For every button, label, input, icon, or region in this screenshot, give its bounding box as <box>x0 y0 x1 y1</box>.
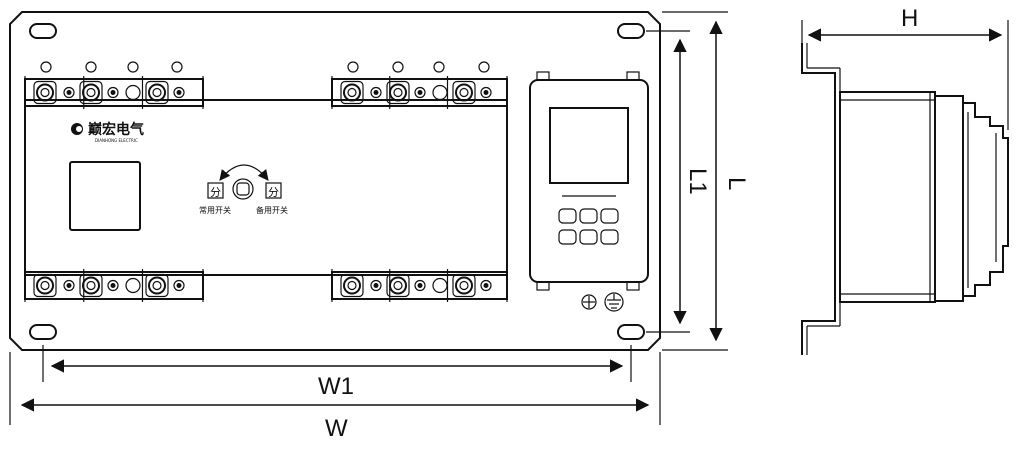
terminal-screw <box>452 80 476 105</box>
side-body-rear <box>934 95 964 302</box>
dimension-l-label: L <box>723 177 750 190</box>
controller-top-clip-right <box>626 71 640 81</box>
rotate-arrow-icon <box>219 164 269 181</box>
dimension-w-label: W <box>325 415 348 442</box>
terminal-screw <box>370 279 382 292</box>
terminal-screw <box>125 84 141 101</box>
terminal-block-top-right <box>331 76 508 109</box>
side-view: H <box>801 5 1009 355</box>
terminal-screw <box>432 84 448 101</box>
backup-switch-label: 备用开关 <box>256 205 288 215</box>
dimension-h: H <box>801 5 1009 130</box>
terminal-screw <box>145 273 169 298</box>
terminal-screw <box>33 273 57 298</box>
terminal-screw <box>145 80 169 105</box>
terminal-screw <box>173 279 185 292</box>
mounting-hole-top-left <box>29 23 57 39</box>
controller-keypad <box>558 208 619 245</box>
mounting-bracket <box>801 43 836 355</box>
dimension-l1-label: L1 <box>684 168 711 195</box>
dimension-l: L <box>662 11 750 351</box>
operation-knob-core <box>236 182 250 196</box>
brand-name-cn: 巅宏电气 <box>88 121 144 138</box>
controller-bottom-clip-left <box>536 281 550 291</box>
controller-bottom-clip-right <box>626 281 640 291</box>
terminal-screw <box>480 279 492 292</box>
normal-switch-label: 常用开关 <box>199 205 231 215</box>
dimension-l1: L1 <box>646 30 711 333</box>
terminal-screw <box>63 279 75 292</box>
mounting-plate <box>9 11 661 351</box>
terminal-block-top-left <box>24 76 204 109</box>
terminal-screw <box>480 86 492 99</box>
brand-name-en: DIANHONG ELECTRIC <box>95 138 138 143</box>
brand-logo: 巅宏电气 DIANHONG ELECTRIC <box>71 121 144 143</box>
terminal-screw <box>452 273 476 298</box>
terminal-screw <box>386 80 410 105</box>
front-view: 巅宏电气 DIANHONG ELECTRIC 分 分 常用开关 备用开关 <box>9 11 750 442</box>
dimension-w1: W1 <box>42 345 632 400</box>
terminal-screw <box>79 80 103 105</box>
top-indicator-circles <box>40 61 490 73</box>
terminal-screw <box>173 86 185 99</box>
manual-operation-area: 分 分 常用开关 备用开关 <box>199 164 288 215</box>
terminal-screw <box>370 86 382 99</box>
terminal-screw <box>107 86 119 99</box>
dimension-w: W <box>9 352 661 442</box>
terminal-screw <box>340 80 364 105</box>
ground-symbol-icon <box>581 292 624 312</box>
terminal-screw <box>340 273 364 298</box>
terminal-screw <box>107 279 119 292</box>
dimension-h-label: H <box>901 5 918 32</box>
dimension-w1-label: W1 <box>318 373 354 400</box>
terminal-screw <box>79 273 103 298</box>
backup-switch-off-label: 分 <box>268 186 279 199</box>
mounting-hole-bottom-right <box>617 324 645 340</box>
switch-body <box>24 99 508 276</box>
controller-module <box>529 71 649 291</box>
controller-display <box>549 107 629 184</box>
terminal-block-bottom-left <box>24 269 204 302</box>
terminal-screw <box>63 86 75 99</box>
terminal-screw <box>33 80 57 105</box>
status-window <box>69 161 141 231</box>
controller-top-clip-left <box>536 71 550 81</box>
terminal-screw <box>414 86 426 99</box>
backup-switch-off-box <box>265 182 282 199</box>
mounting-hole-top-right <box>617 23 645 39</box>
side-terminal-profile <box>963 102 1009 297</box>
normal-switch-off-label: 分 <box>210 186 221 199</box>
normal-switch-off-box <box>207 182 224 199</box>
terminal-screw <box>414 279 426 292</box>
mounting-hole-bottom-left <box>29 324 57 340</box>
operation-knob <box>232 178 254 200</box>
terminal-screw <box>125 277 141 294</box>
terminal-screw <box>386 273 410 298</box>
controller-housing <box>529 79 649 283</box>
side-body-main <box>839 91 936 303</box>
terminal-block-bottom-right <box>331 269 508 302</box>
terminal-screw <box>432 277 448 294</box>
